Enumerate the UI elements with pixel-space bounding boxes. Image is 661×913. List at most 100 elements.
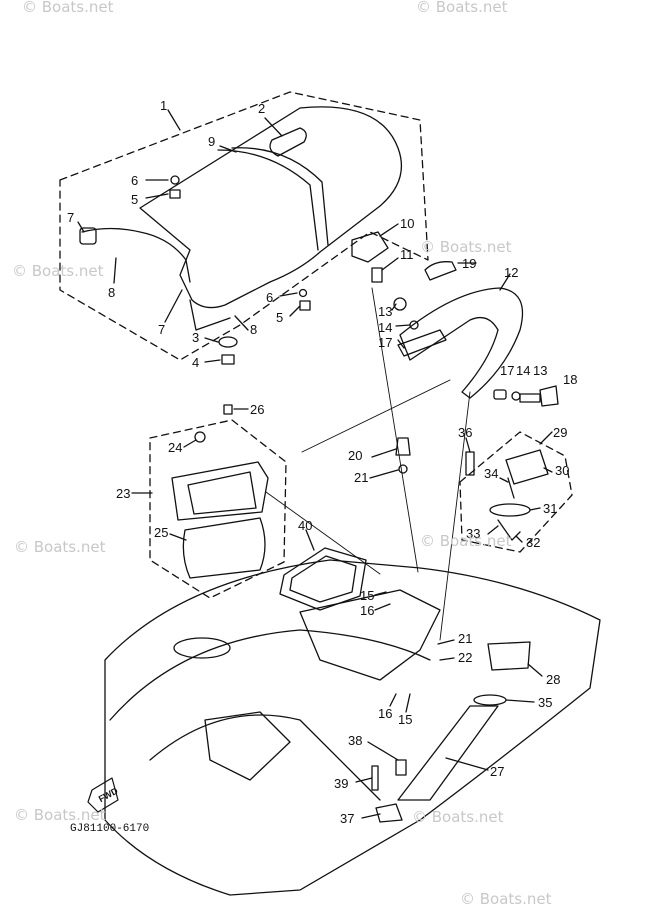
- fwd-arrow: [88, 778, 118, 812]
- leader-31: [530, 508, 540, 510]
- item-17-plate: [398, 330, 446, 356]
- item-28-vent: [488, 642, 530, 670]
- callout-7: 7: [67, 210, 74, 225]
- seat-body: [140, 107, 401, 308]
- callout-10: 10: [400, 216, 414, 231]
- watermark: © Boats.net: [14, 806, 106, 824]
- item-14-nut: [410, 321, 418, 329]
- hull-deck-ridge: [110, 630, 430, 720]
- callout-38: 38: [348, 733, 362, 748]
- leader-16: [375, 604, 390, 610]
- callout-13: 13: [378, 304, 392, 319]
- hull-deck: [105, 560, 600, 895]
- callout-14b: 14: [516, 363, 530, 378]
- leader-12: [500, 274, 510, 290]
- watermark: © Boats.net: [420, 532, 512, 550]
- seat-cushion-line: [218, 150, 318, 250]
- leader-15: [375, 592, 386, 595]
- callout-31: 31: [543, 501, 557, 516]
- leader-15b: [406, 694, 410, 712]
- callout-14: 14: [378, 320, 392, 335]
- callout-18: 18: [563, 372, 577, 387]
- item-37-bracket: [376, 804, 402, 822]
- leader-25: [170, 534, 186, 540]
- drawing-code: GJ81100-6170: [70, 823, 149, 835]
- callout-8b: 8: [250, 322, 257, 337]
- callout-17b: 17: [500, 363, 514, 378]
- watermark: © Boats.net: [416, 0, 508, 16]
- item-35-ring: [474, 695, 506, 705]
- item-23-box-inner: [188, 472, 256, 514]
- callout-39: 39: [334, 776, 348, 791]
- watermark: © Boats.net: [460, 890, 552, 908]
- leader-14: [396, 325, 410, 326]
- callout-17: 17: [378, 335, 392, 350]
- item-38-bolt: [396, 760, 406, 775]
- callout-35: 35: [538, 695, 552, 710]
- item-21-washer: [399, 465, 407, 473]
- watermark: © Boats.net: [420, 238, 512, 256]
- leader-7b: [165, 290, 182, 322]
- item-6b-washer: [300, 290, 307, 297]
- hull-footwell: [205, 712, 290, 780]
- callout-32: 32: [526, 535, 540, 550]
- callout-34: 34: [484, 466, 498, 481]
- item-39-pin: [372, 766, 378, 790]
- leader-22: [440, 658, 454, 660]
- callout-2: 2: [258, 101, 265, 116]
- callout-27: 27: [490, 764, 504, 779]
- leader-40: [306, 530, 314, 550]
- callout-29: 29: [553, 425, 567, 440]
- callout-labels: 1 2 9 6 5 7 8 7 3 4 8 6 5 10 11 19 12 13…: [67, 98, 577, 835]
- item-19-clip: [425, 262, 456, 280]
- leader-6b: [280, 293, 297, 296]
- item-5b-bolt: [300, 301, 310, 310]
- leader-38: [368, 742, 398, 760]
- leader-8b: [235, 316, 248, 330]
- watermark: © Boats.net: [14, 538, 106, 556]
- watermark: © Boats.net: [412, 808, 504, 826]
- hull-inner-panel: [300, 590, 440, 680]
- item-23-box: [172, 462, 268, 520]
- item-30-filler-cap: [506, 450, 548, 484]
- callout-5b: 5: [276, 310, 283, 325]
- seat-group-outline: [60, 92, 428, 360]
- grab-strap: [82, 229, 190, 283]
- callout-23: 23: [116, 486, 130, 501]
- callout-19: 19: [462, 256, 476, 271]
- cap-group-outline: [460, 432, 572, 552]
- guide-line-c: [440, 392, 470, 640]
- guide-line-b: [302, 380, 450, 452]
- seat-underside: [190, 300, 230, 330]
- callout-25: 25: [154, 525, 168, 540]
- item-14b-nut: [512, 392, 520, 400]
- item-13b-bolt: [520, 394, 540, 402]
- leader-39: [356, 778, 372, 782]
- watermark: © Boats.net: [12, 262, 104, 280]
- leader-5: [146, 194, 168, 198]
- item-36-screw: [466, 452, 474, 475]
- item-2-cushion: [270, 128, 306, 156]
- callout-21b: 21: [458, 631, 472, 646]
- callout-36: 36: [458, 425, 472, 440]
- item-31-ring: [490, 504, 530, 516]
- leader-1: [168, 110, 180, 130]
- item-6-washer: [171, 176, 179, 184]
- callout-15: 15: [360, 588, 374, 603]
- leader-17: [398, 340, 404, 348]
- callout-3: 3: [192, 330, 199, 345]
- leader-16b: [390, 694, 396, 706]
- leader-10: [380, 224, 398, 236]
- leader-27: [446, 758, 488, 770]
- callout-22: 22: [458, 650, 472, 665]
- seat-band: [232, 148, 328, 245]
- item-25-gasket: [183, 518, 265, 578]
- leader-36: [466, 438, 470, 452]
- item-4-bolt: [222, 355, 234, 364]
- item-11-bolt: [372, 268, 382, 282]
- callout-16: 16: [360, 603, 374, 618]
- leader-32: [516, 536, 522, 542]
- callout-26: 26: [250, 402, 264, 417]
- callout-13b: 13: [533, 363, 547, 378]
- leader-37: [362, 814, 380, 818]
